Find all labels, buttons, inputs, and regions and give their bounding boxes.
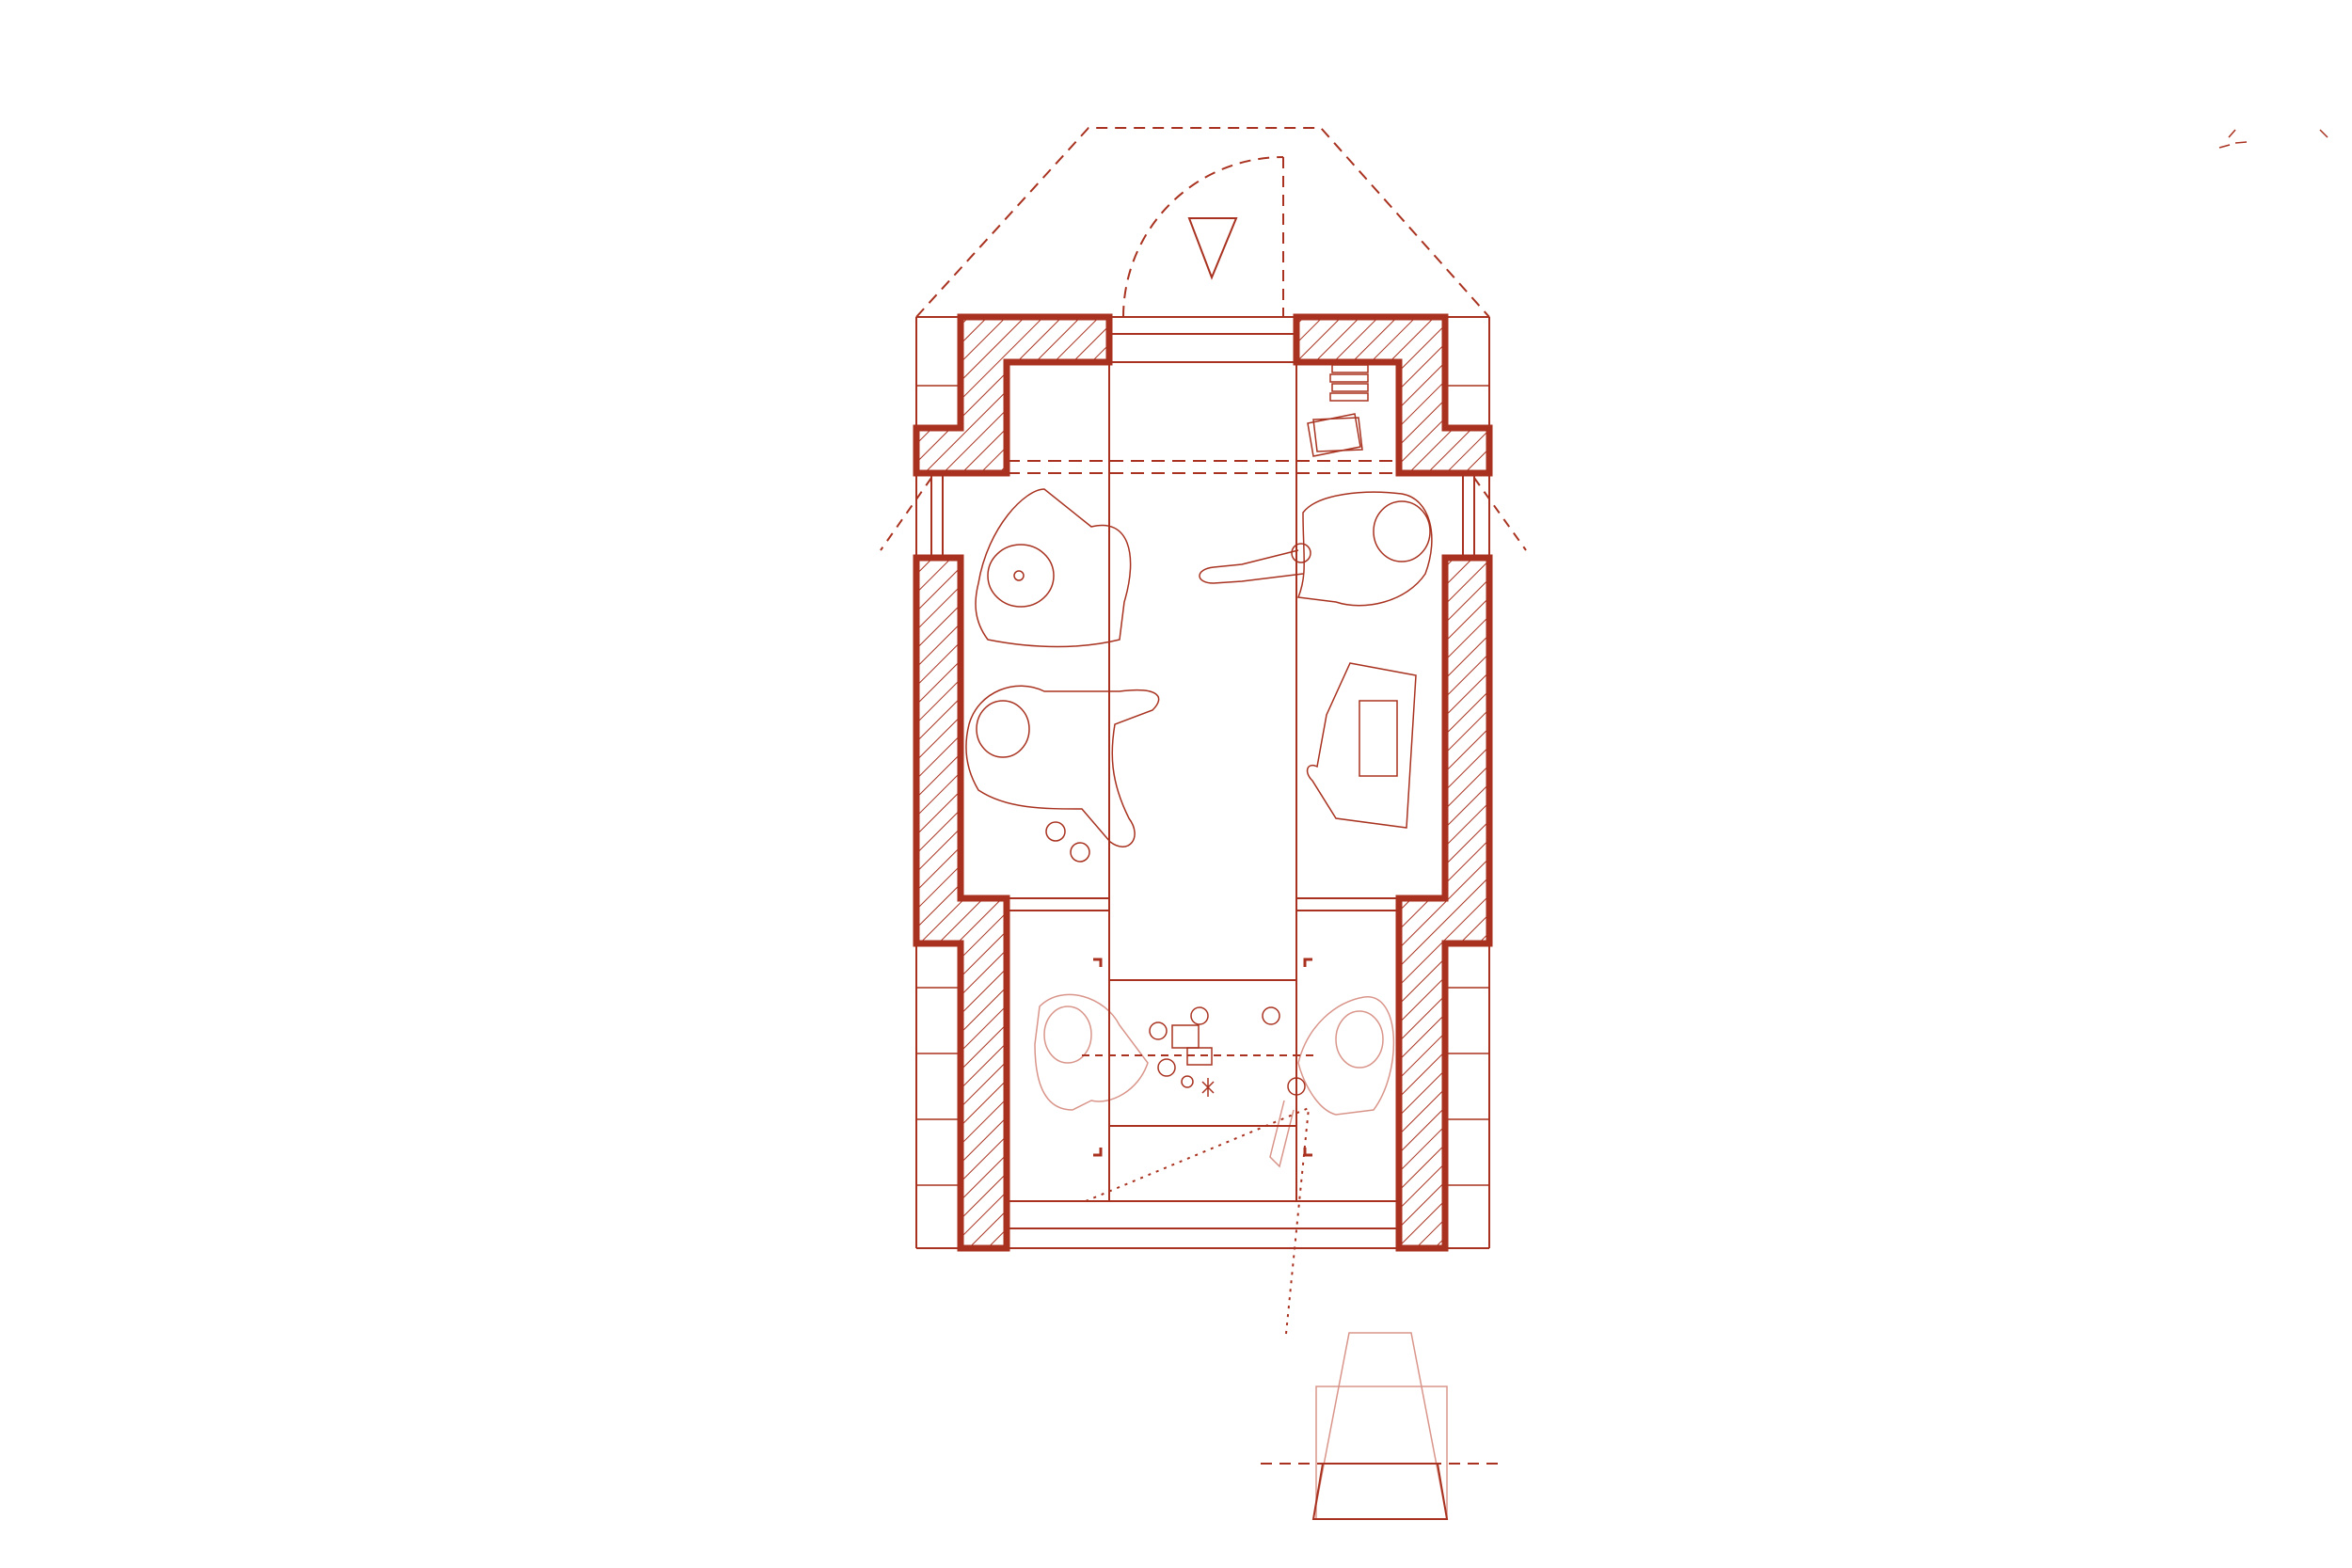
table-items	[1149, 1006, 1306, 1097]
person-top-right	[1199, 491, 1433, 607]
person-bottom-left	[1034, 993, 1149, 1111]
armchair	[1306, 662, 1417, 829]
table	[1108, 979, 1297, 1127]
door-swing-arc	[1122, 156, 1284, 318]
books-stack	[1307, 364, 1369, 457]
wall-top-right	[1293, 313, 1493, 477]
person-top-left	[975, 488, 1132, 648]
cladding-lines	[916, 385, 1489, 1186]
door-frame	[1108, 316, 1297, 335]
section-symbol	[1261, 1332, 1502, 1520]
person-middle-left	[965, 685, 1160, 863]
section-line-2	[1285, 1107, 1310, 1335]
window-right	[1462, 474, 1475, 559]
corner-marks	[2218, 129, 2328, 149]
wall-left	[913, 554, 1010, 1252]
person-bottom-right	[1269, 996, 1395, 1168]
entry-triangle-icon	[1187, 217, 1238, 280]
walls	[913, 313, 1493, 1252]
wall-right	[1395, 554, 1493, 1252]
roof-outline-dashed	[915, 127, 1490, 318]
window-left	[930, 474, 944, 559]
section-line-1	[1085, 1107, 1310, 1202]
wall-top-left	[913, 313, 1113, 477]
